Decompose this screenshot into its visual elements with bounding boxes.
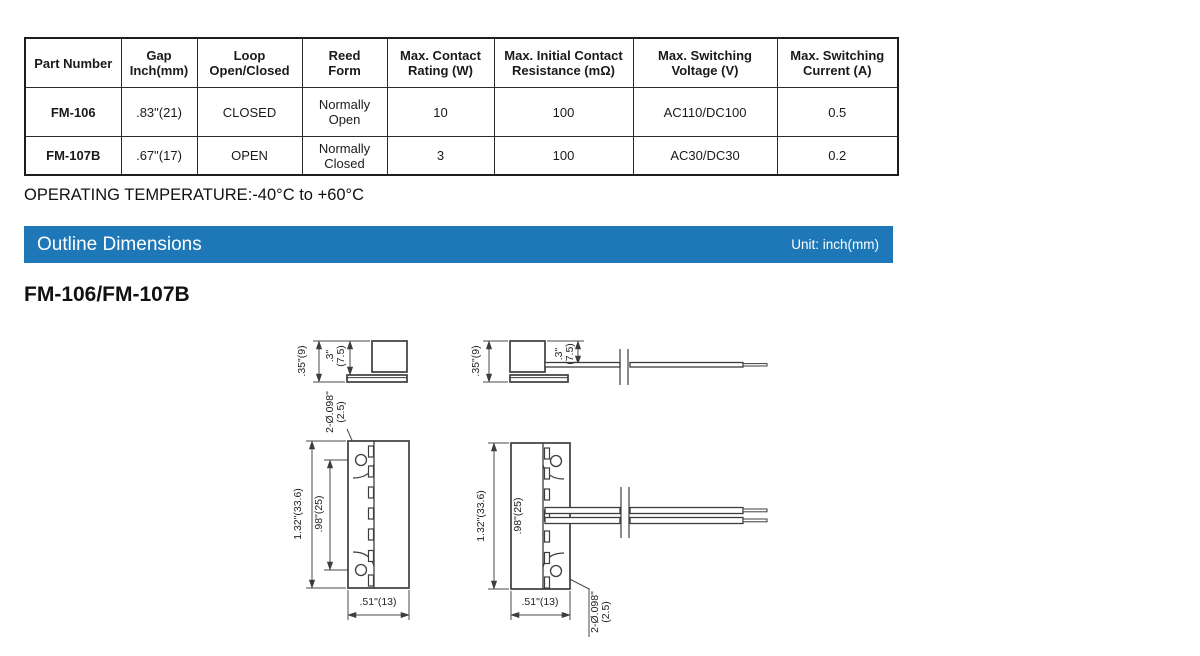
dim-label-height-35: .35"(9)	[470, 345, 482, 377]
cell-reed-form: Normally Closed	[301, 136, 388, 176]
dim-label-holes: 2-Ø.098" (2.5)	[589, 567, 612, 656]
dim-label-height-3: .3" (7.5)	[553, 309, 576, 399]
col-contact-rating: Max. Contact Rating (W)	[386, 37, 495, 88]
cell-part-number: FM-106	[24, 87, 122, 137]
cell-reed-form: Normally Open	[301, 87, 388, 137]
cell-part-number: FM-107B	[24, 136, 122, 176]
col-reed-form: Reed Form	[301, 37, 388, 88]
dim-label-line: (2.5)	[600, 601, 612, 623]
col-loop: Loop Open/Closed	[196, 37, 303, 88]
cell-gap: .67"(17)	[120, 136, 198, 176]
cell-switching-voltage: AC110/DC100	[632, 87, 778, 137]
banner-unit-note: Unit: inch(mm)	[791, 237, 879, 252]
outline-dimensions-banner: Outline Dimensions Unit: inch(mm)	[24, 226, 893, 263]
cell-contact-resistance: 100	[493, 87, 634, 137]
cell-switching-current: 0.5	[776, 87, 899, 137]
spec-header-row: Part Number Gap Inch(mm) Loop Open/Close…	[24, 37, 899, 88]
dim-label-length-98: .98"(25)	[512, 497, 524, 535]
col-switching-current: Max. Switching Current (A)	[776, 37, 899, 88]
table-row-fm107b: FM-107B .67"(17) OPEN Normally Closed 3 …	[24, 136, 899, 176]
dim-label-holes: 2-Ø.098" (2.5)	[324, 367, 347, 457]
cell-contact-resistance: 100	[493, 136, 634, 176]
cell-loop: CLOSED	[196, 87, 303, 137]
cell-gap: .83"(21)	[120, 87, 198, 137]
operating-temperature-text: OPERATING TEMPERATURE:-40°C to +60°C	[24, 186, 365, 204]
dim-label-length-98: .98"(25)	[313, 495, 325, 533]
model-heading: FM-106/FM-107B	[24, 283, 190, 306]
cell-switching-current: 0.2	[776, 136, 899, 176]
table-row-fm106: FM-106 .83"(21) CLOSED Normally Open 10 …	[24, 87, 899, 137]
dim-label-line: (2.5)	[335, 401, 347, 423]
cell-contact-rating: 10	[386, 87, 495, 137]
cell-contact-rating: 3	[386, 136, 495, 176]
dim-label-width-51: .51"(13)	[359, 596, 397, 608]
banner-title: Outline Dimensions	[37, 233, 202, 255]
part-outlines	[346, 340, 768, 590]
dim-label-length-132: 1.32"(33.6)	[292, 488, 304, 540]
dim-label-line: (7.5)	[564, 343, 576, 365]
cell-loop: OPEN	[196, 136, 303, 176]
spec-table: Part Number Gap Inch(mm) Loop Open/Close…	[24, 37, 899, 176]
dim-label-width-51: .51"(13)	[521, 596, 559, 608]
dim-label-height-35: .35"(9)	[296, 345, 308, 377]
dim-label-length-132: 1.32"(33.6)	[475, 490, 487, 542]
cell-switching-voltage: AC30/DC30	[632, 136, 778, 176]
